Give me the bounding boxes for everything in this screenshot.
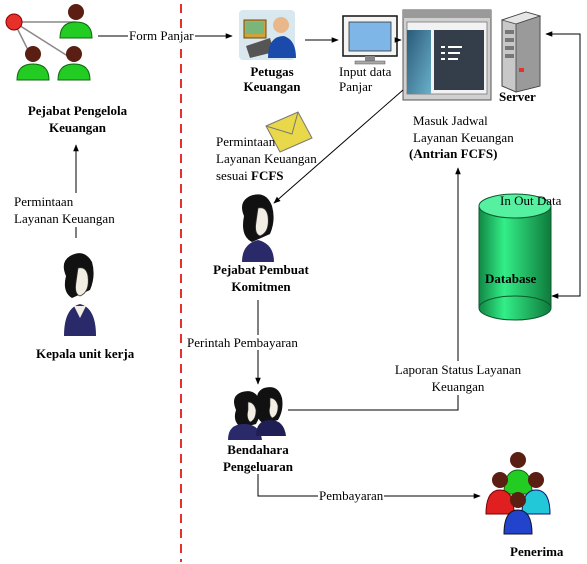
label-input-data: Input data Panjar xyxy=(339,64,392,94)
label-permintaan-fcfs-bold: FCFS xyxy=(251,168,284,183)
label-server: Server xyxy=(499,89,536,104)
label-database: Database xyxy=(485,271,537,286)
arrow-app-to-ppk xyxy=(273,89,404,204)
label-permintaan-kepala: Permintaan Layanan Keuangan xyxy=(13,193,116,227)
penerima-icon xyxy=(485,452,551,535)
arrow-bendahara-to-app xyxy=(288,167,461,411)
label-penerima: Penerima xyxy=(510,544,564,559)
kepala-unit-icon xyxy=(63,253,96,336)
arrow-pembayaran xyxy=(257,474,481,499)
label-pejabat-pengelola: Pejabat Pengelola Keuangan xyxy=(27,103,128,135)
label-in-out: In Out Data xyxy=(500,193,562,208)
server-icon xyxy=(500,11,542,93)
label-permintaan-fcfs: Permintaan Layanan Keuangan sesuai FCFS xyxy=(216,133,317,184)
pejabat-pengelola-icon xyxy=(5,4,93,81)
petugas-keuangan-icon xyxy=(239,10,296,60)
label-perintah: Perintah Pembayaran xyxy=(186,335,299,350)
label-permintaan-fcfs-text: Permintaan Layanan Keuangan sesuai xyxy=(216,134,317,183)
label-petugas: Petugas Keuangan xyxy=(243,64,301,94)
envelope-icon xyxy=(265,111,313,153)
label-laporan: Laporan Status Layanan Keuangan xyxy=(377,361,539,395)
label-form-panjar: Form Panjar xyxy=(128,28,195,43)
label-pembayaran: Pembayaran xyxy=(318,488,385,503)
arrow-server-database xyxy=(545,31,581,299)
label-bendahara: Bendahara Pengeluaran xyxy=(222,442,294,474)
database-icon xyxy=(478,193,552,321)
label-antrian: (Antrian FCFS) xyxy=(409,146,498,161)
app-window-icon xyxy=(402,9,492,101)
bendahara-icon xyxy=(228,387,286,440)
ppk-icon xyxy=(242,194,274,262)
label-masuk-jadwal: Masuk Jadwal Layanan Keuangan xyxy=(413,113,514,145)
label-kepala-unit: Kepala unit kerja xyxy=(36,346,135,361)
computer-icon xyxy=(342,15,398,65)
label-ppk: Pejabat Pembuat Komitmen xyxy=(213,262,309,294)
